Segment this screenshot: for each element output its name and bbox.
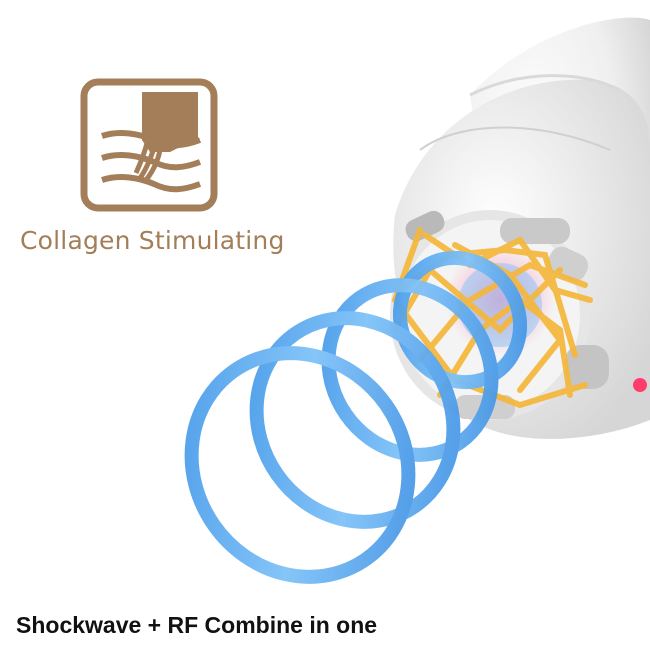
collagen-stimulating-icon [80, 78, 218, 212]
feature-label: Collagen Stimulating [20, 226, 285, 255]
caption: Shockwave + RF Combine in one [16, 612, 378, 638]
shockwave-rings [184, 250, 528, 584]
electrode-top [500, 218, 570, 244]
electrode-top-left [405, 210, 445, 242]
indicator-light [633, 378, 647, 392]
